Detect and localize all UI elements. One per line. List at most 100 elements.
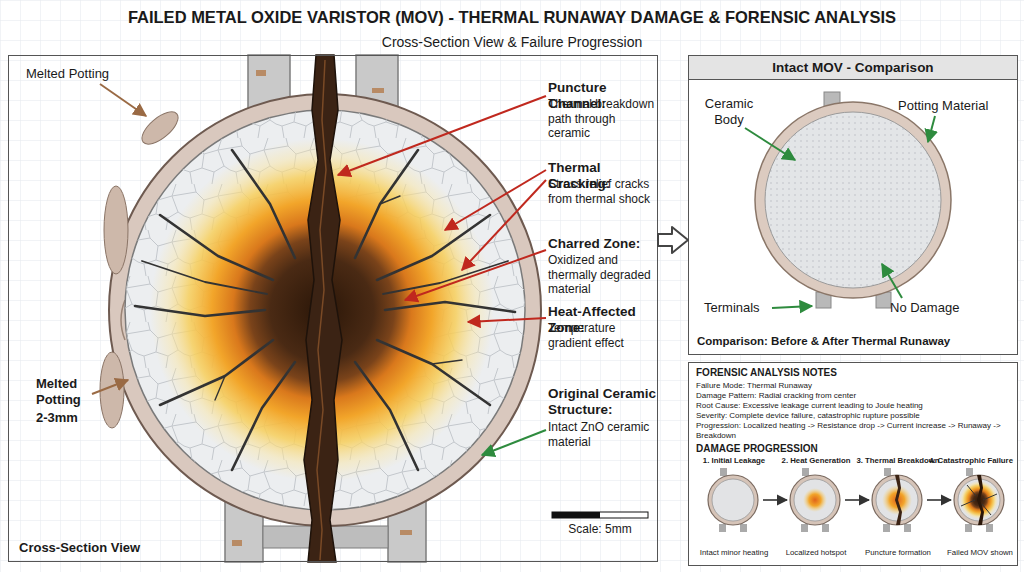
progression-mov <box>954 475 1004 525</box>
notes-heading: FORENSIC ANALYSIS NOTES <box>696 367 1012 379</box>
stage-heading: 2. Heat Generation <box>762 456 870 466</box>
progression-mov <box>954 468 1004 532</box>
melted-potting <box>137 106 184 150</box>
leader-line <box>882 264 902 298</box>
scale-label: Scale: 5mm <box>550 522 650 537</box>
progression-mov <box>719 524 726 532</box>
progression-mov <box>965 524 972 532</box>
progression-mov <box>794 479 836 521</box>
thermal-crack <box>377 215 490 280</box>
note-line: Failure Mode: Thermal Runaway <box>696 381 1012 391</box>
thermal-crack <box>380 196 400 204</box>
leader-line <box>445 170 546 230</box>
thermal-crack <box>160 215 273 280</box>
progression-mov <box>720 468 727 476</box>
thermal-crack <box>142 261 267 294</box>
leader-line <box>745 128 795 160</box>
note-line: Progression: Localized heating -> Resist… <box>696 421 1012 441</box>
thermal-crack <box>232 150 295 258</box>
progression-arrow <box>927 499 951 501</box>
leader-line <box>405 250 546 300</box>
progression-mov <box>802 468 809 476</box>
callout-text: Oxidized and thermally degraded material <box>548 253 660 297</box>
callout-label: Melted Potting <box>26 66 156 82</box>
progression-mov <box>712 479 754 521</box>
callout-heading: Charred Zone: <box>548 236 660 252</box>
terminal-lead <box>256 70 266 76</box>
progression-mov <box>904 524 911 532</box>
progression-mov <box>986 524 993 532</box>
progression-mov <box>884 468 891 476</box>
progression-mov <box>801 524 808 532</box>
progression-mov <box>740 524 747 532</box>
intact-mov <box>755 92 951 308</box>
stage-caption: Intact minor heating <box>680 548 788 558</box>
stage-caption: Failed MOV shown <box>926 548 1024 558</box>
terminal-lead <box>232 540 242 546</box>
progression-mov <box>790 468 840 532</box>
progression-mov <box>708 475 758 525</box>
progression-stage: 1. Initial LeakageIntact minor heating <box>705 456 763 564</box>
leader-line <box>772 306 812 308</box>
panel-caption: Comparison: Before & After Thermal Runaw… <box>697 334 1009 348</box>
puncture-channel <box>304 55 342 562</box>
intact-mov <box>765 112 941 288</box>
terminal-lead <box>372 88 384 93</box>
thermal-crack <box>432 360 462 364</box>
stage-heading: 4. Catastrophic Failure <box>905 456 1013 466</box>
callout-text: Intact ZnO ceramic material <box>548 420 660 449</box>
flow-arrow <box>658 227 688 253</box>
thermal-crack <box>383 261 508 294</box>
progression-mov <box>790 475 840 525</box>
leader-line <box>745 116 935 308</box>
progression-mov <box>883 524 890 532</box>
puncture-channel <box>317 60 326 560</box>
leader-line <box>462 180 546 270</box>
thermal-crack <box>135 306 265 316</box>
progression-mov <box>872 475 922 525</box>
progression-mov <box>966 468 973 476</box>
progression-mov <box>708 468 758 532</box>
leader-line <box>338 96 546 175</box>
diagram-title: FAILED METAL OXIDE VARISTOR (MOV) - THER… <box>0 7 1024 27</box>
leader-line <box>92 380 128 394</box>
subtitle: Cross-Section View & Failure Progression <box>0 34 1024 51</box>
callout-text: Thermal breakdown path through ceramic <box>548 97 660 141</box>
callout-text: Stress relief cracks from thermal shock <box>548 177 660 206</box>
part-label: No Damage <box>890 300 982 316</box>
leader-line <box>468 318 546 322</box>
progression-mov <box>822 524 829 532</box>
progression-mov <box>803 488 827 512</box>
puncture-channel <box>304 55 342 562</box>
note-line: Root Cause: Excessive leakage current le… <box>696 401 1012 411</box>
thermal-crack <box>355 150 418 258</box>
thermal-crack <box>232 362 295 470</box>
scale-bar <box>552 512 600 518</box>
progression-stage: 3. Thermal BreakdownPuncture formation <box>869 456 927 564</box>
leader-line <box>482 430 546 455</box>
melted-potting <box>104 186 128 274</box>
thermal-crack <box>160 340 273 405</box>
stage-caption: Localized hotspot <box>762 548 870 558</box>
part-label: Terminals <box>704 300 784 316</box>
progression-arrow <box>845 499 869 501</box>
progression-mov <box>977 475 984 525</box>
thermal-crack <box>377 340 490 405</box>
thermal-crack <box>385 302 515 312</box>
note-line: Damage Pattern: Radial cracking from cen… <box>696 391 1012 401</box>
progression-mov <box>895 475 902 525</box>
panel-heading: Intact MOV - Comparison <box>689 56 1017 80</box>
terminal-lead <box>400 530 412 535</box>
leader-line <box>928 116 935 142</box>
thermal-crack <box>355 362 418 470</box>
panel-fill <box>688 55 1018 355</box>
progression-stage: 2. Heat GenerationLocalized hotspot <box>787 456 845 564</box>
section-heading: DAMAGE PROGRESSION <box>696 443 1012 455</box>
leader-line <box>92 84 546 455</box>
callout-heading: Original Ceramic Structure: <box>548 386 660 419</box>
